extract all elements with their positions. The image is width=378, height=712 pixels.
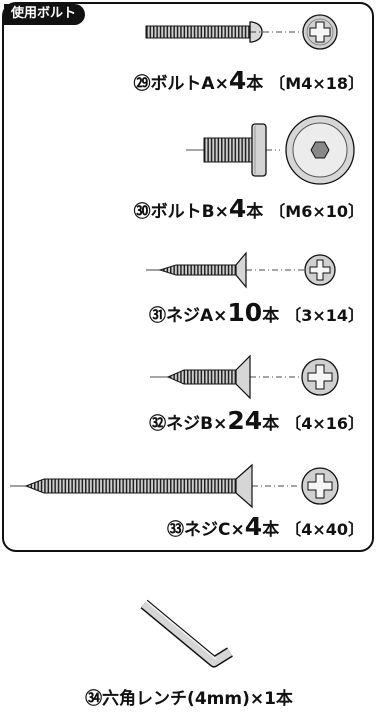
bolt-a-illustration: [145, 14, 338, 50]
part-quantity: 4: [244, 512, 263, 541]
bolt-a-caption: ㉙ボルトA×4本〔M4×18〕: [133, 68, 364, 97]
part-number: ㉙: [133, 74, 151, 94]
part-name: ボルトB: [150, 202, 215, 222]
screw-a-caption: ㉛ネジA×10本〔3×14〕: [149, 300, 364, 329]
bolt-b-caption: ㉚ボルトB×4本〔M6×10〕: [134, 196, 364, 225]
screw-b-illustration: [150, 354, 339, 400]
part-name: ネジC: [184, 520, 231, 540]
unit-label: 本: [262, 520, 280, 540]
part-number: ㉛: [148, 306, 166, 326]
part-quantity: 4: [228, 66, 247, 95]
part-spec: 〔M4×18〕: [269, 74, 364, 93]
bolt-b-illustration: [186, 115, 355, 185]
part-spec: 〔4×16〕: [285, 414, 364, 433]
times-sign: ×: [214, 74, 229, 94]
screw-a-illustration: [146, 251, 336, 289]
unit-label: 本: [262, 414, 280, 434]
unit-label: 本: [246, 202, 264, 222]
times-sign: ×: [213, 414, 228, 434]
part-spec: 〔M6×10〕: [269, 202, 364, 221]
unit-label: 本: [262, 306, 280, 326]
part-quantity: 24: [227, 406, 263, 435]
part-quantity: 10: [227, 298, 263, 327]
unit-label: 本: [246, 74, 264, 94]
screw-c-caption: ㉝ネジC×4本〔4×40〕: [167, 514, 364, 543]
part-number: ㉜: [149, 414, 167, 434]
screw-b-caption: ㉜ネジB×24本〔4×16〕: [149, 408, 364, 437]
part-name: ボルトA: [150, 74, 215, 94]
hex-wrench-illustration: [140, 599, 233, 668]
part-name: ネジB: [166, 414, 214, 434]
part-quantity: 4: [228, 194, 247, 223]
times-sign: ×: [213, 306, 228, 326]
part-spec: 〔3×14〕: [285, 306, 364, 325]
hex-wrench-caption: ㉞六角レンチ(4mm)×1本: [85, 689, 293, 709]
times-sign: ×: [214, 202, 229, 222]
bolt-list-panel: [2, 2, 374, 552]
part-spec: 〔4×40〕: [285, 520, 364, 539]
part-number: ㉚: [133, 202, 151, 222]
part-name: ネジA: [165, 306, 214, 326]
part-number: ㉝: [167, 520, 185, 540]
times-sign: ×: [230, 520, 245, 540]
screw-c-illustration: [10, 463, 339, 509]
used-bolts-badge: 使用ボルト: [4, 4, 86, 25]
